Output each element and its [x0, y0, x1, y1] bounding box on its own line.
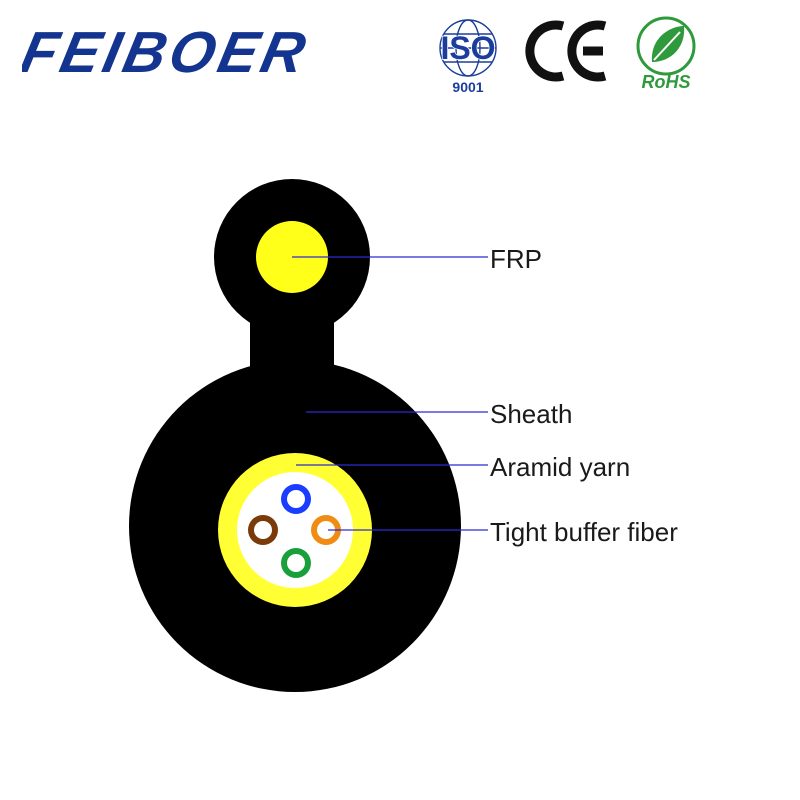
rohs-label: RoHS — [642, 72, 691, 92]
fiber-core-area — [237, 472, 353, 588]
brand-logo: FEIBOER — [22, 21, 315, 85]
green-fiber-buffer-core — [287, 554, 305, 572]
label-sheath: Sheath — [490, 399, 573, 429]
iso-label: ISO — [440, 30, 495, 66]
label-aramid-yarn: Aramid yarn — [490, 452, 631, 482]
brand-wordmark: FEIBOER — [22, 21, 315, 85]
brown-fiber-buffer-core — [254, 521, 272, 539]
cable-cross-section-diagram — [129, 179, 488, 692]
rohs-leaf-icon: RoHS — [636, 16, 696, 92]
blue-fiber-buffer-core — [287, 490, 305, 508]
iso-globe-icon: ISO 9001 — [439, 19, 497, 95]
ce-mark-icon — [525, 20, 607, 82]
iso-number: 9001 — [452, 79, 483, 95]
header: FEIBOER ISO 9001 RoHS — [0, 0, 800, 110]
label-tight-buffer-fiber: Tight buffer fiber — [490, 517, 678, 547]
label-frp: FRP — [490, 244, 542, 274]
tight-buffer-fibers — [248, 484, 341, 578]
orange-fiber-buffer-core — [317, 521, 335, 539]
